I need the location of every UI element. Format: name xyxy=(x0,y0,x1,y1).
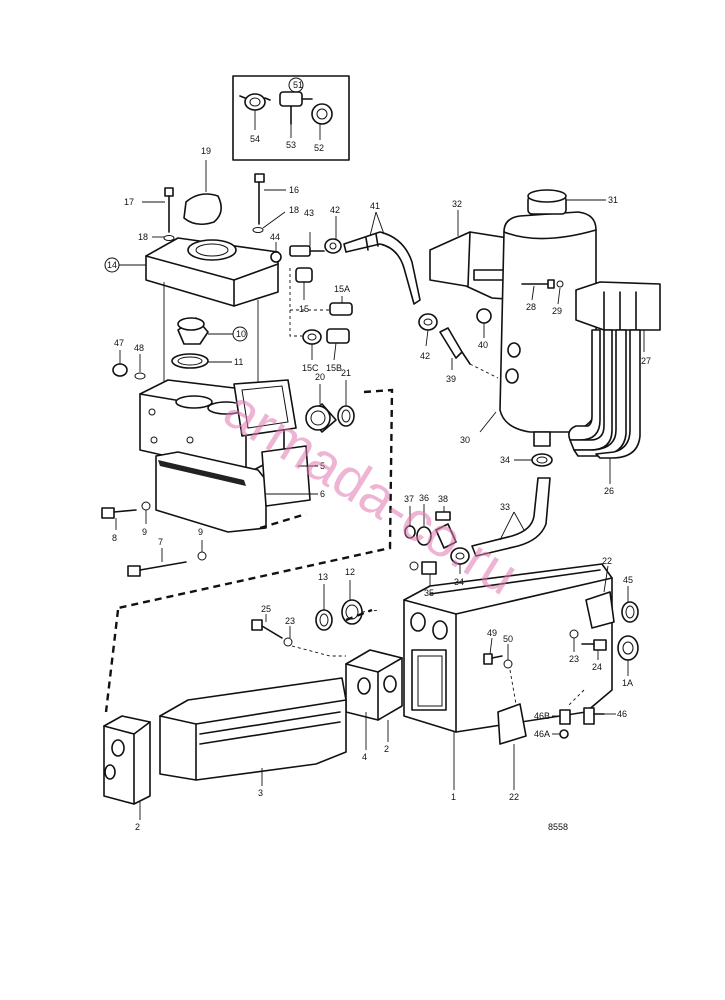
label-48: 48 xyxy=(134,343,144,353)
label-23-left: 23 xyxy=(285,616,295,626)
pipe-bundle-26 xyxy=(568,281,661,484)
label-49: 49 xyxy=(487,628,497,638)
label-8: 8 xyxy=(112,533,117,543)
label-47: 47 xyxy=(114,338,124,348)
label-38: 38 xyxy=(438,494,448,504)
label-22-upper: 22 xyxy=(602,556,612,566)
label-9-lower: 9 xyxy=(198,527,203,537)
hose-33-assembly xyxy=(450,453,553,574)
label-46A: 46A xyxy=(534,729,550,739)
label-41: 41 xyxy=(370,201,380,211)
label-34-lower: 34 xyxy=(454,577,464,587)
label-42-lower: 42 xyxy=(420,351,430,361)
label-16: 16 xyxy=(289,185,299,195)
part-labels: 51 54 53 52 19 17 16 18 18 14 44 43 42 4… xyxy=(107,80,651,832)
label-26: 26 xyxy=(604,486,614,496)
label-19: 19 xyxy=(201,146,211,156)
label-42-top: 42 xyxy=(330,205,340,215)
label-5: 5 xyxy=(320,461,325,471)
label-52: 52 xyxy=(314,143,324,153)
label-45: 45 xyxy=(623,575,633,585)
label-3: 3 xyxy=(258,788,263,798)
cooler-core-assembly xyxy=(103,608,403,820)
filler-housing-assembly xyxy=(104,160,286,395)
fittings-group xyxy=(270,216,353,361)
fittings-35-38 xyxy=(404,504,457,586)
label-34-upper: 34 xyxy=(500,455,510,465)
thermostat-housing xyxy=(101,350,394,610)
label-21: 21 xyxy=(341,368,351,378)
hose-41-assembly xyxy=(343,211,499,379)
label-54: 54 xyxy=(250,134,260,144)
label-11: 11 xyxy=(234,357,243,367)
label-7: 7 xyxy=(158,537,163,547)
cooler-housing-1 xyxy=(251,563,639,790)
label-15: 15 xyxy=(299,304,309,314)
inset-detail-51 xyxy=(232,75,350,161)
label-46: 46 xyxy=(617,709,627,719)
label-36: 36 xyxy=(419,493,429,503)
label-50: 50 xyxy=(503,634,513,644)
label-22-lower: 22 xyxy=(509,792,519,802)
label-39: 39 xyxy=(446,374,456,384)
label-17: 17 xyxy=(124,197,134,207)
label-15A: 15A xyxy=(334,284,350,294)
label-44: 44 xyxy=(270,232,280,242)
label-20: 20 xyxy=(315,372,325,382)
label-43: 43 xyxy=(304,208,314,218)
label-27: 27 xyxy=(641,356,651,366)
label-18-left: 18 xyxy=(138,232,148,242)
label-12: 12 xyxy=(345,567,355,577)
label-6: 6 xyxy=(320,489,325,499)
label-23-right: 23 xyxy=(569,654,579,664)
label-18-right: 18 xyxy=(289,205,299,215)
label-1: 1 xyxy=(451,792,456,802)
label-35: 35 xyxy=(424,588,434,598)
label-31: 31 xyxy=(608,195,618,205)
label-37: 37 xyxy=(404,494,414,504)
label-1A: 1A xyxy=(622,678,633,688)
label-4: 4 xyxy=(362,752,367,762)
label-51: 51 xyxy=(293,80,303,90)
label-10: 10 xyxy=(236,329,246,339)
label-15B: 15B xyxy=(326,363,342,373)
label-13: 13 xyxy=(318,572,328,582)
label-33: 33 xyxy=(500,502,510,512)
label-30: 30 xyxy=(460,435,470,445)
label-2-right: 2 xyxy=(384,744,389,754)
label-46B: 46B xyxy=(534,711,550,721)
label-40: 40 xyxy=(478,340,488,350)
label-25: 25 xyxy=(261,604,271,614)
label-32: 32 xyxy=(452,199,462,209)
drawing-number: 8558 xyxy=(548,822,568,832)
label-53: 53 xyxy=(286,140,296,150)
label-15C: 15C xyxy=(302,363,319,373)
label-29: 29 xyxy=(552,306,562,316)
label-28: 28 xyxy=(526,302,536,312)
label-24: 24 xyxy=(592,662,602,672)
label-2-left: 2 xyxy=(135,822,140,832)
label-14: 14 xyxy=(107,260,117,270)
label-9-upper: 9 xyxy=(142,527,147,537)
